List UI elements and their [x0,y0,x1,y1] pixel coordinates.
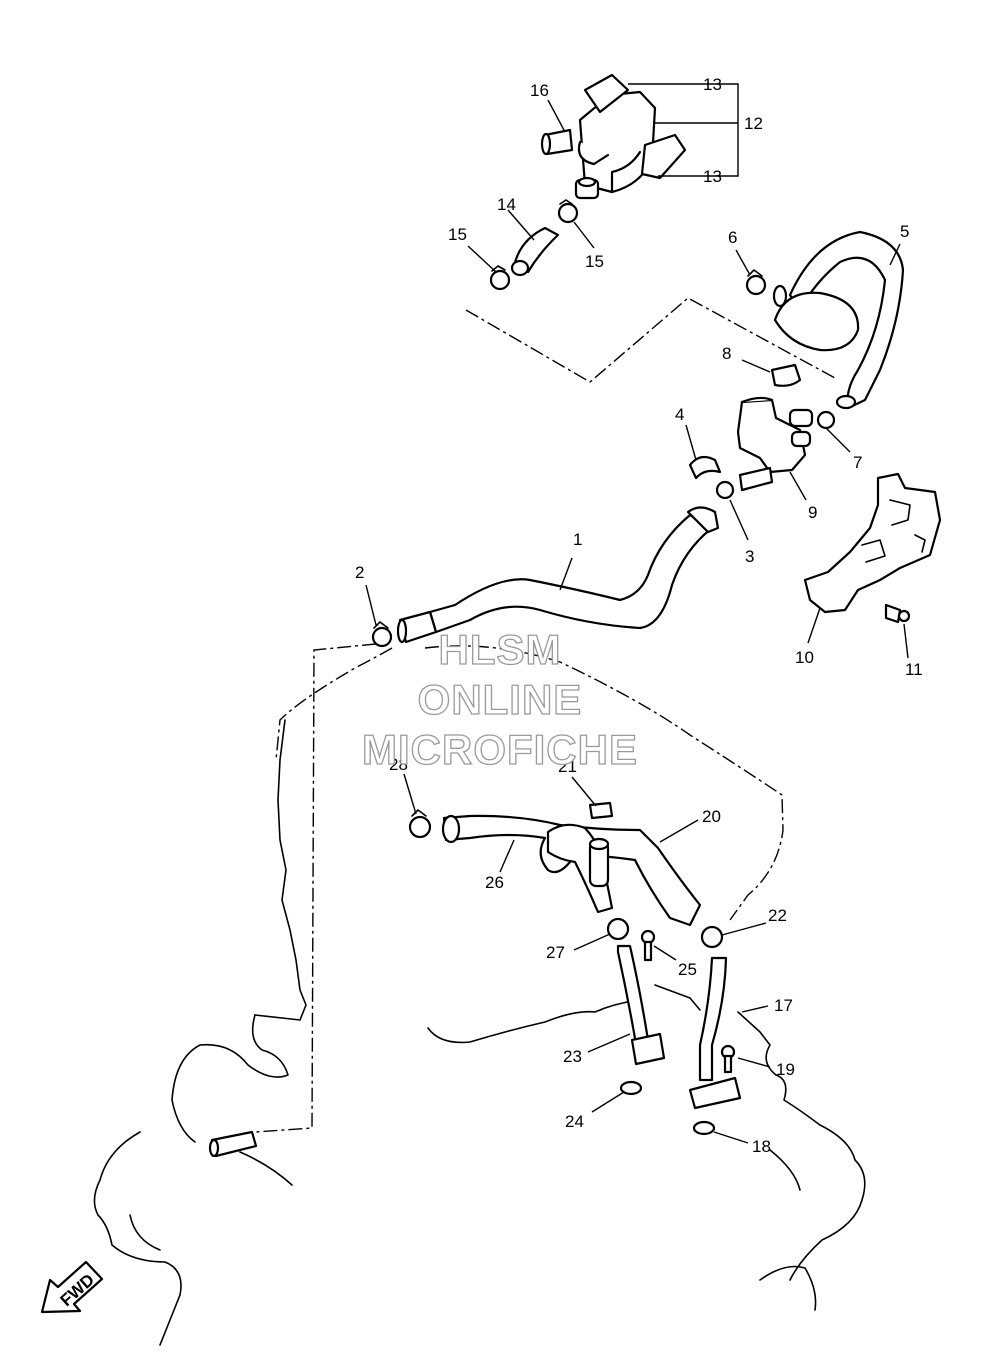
callout-1: 1 [573,530,582,549]
callout-13-top: 13 [703,75,722,94]
cutoff-valve [688,363,836,500]
callout-11: 11 [905,660,923,679]
callout-10: 10 [795,648,814,667]
cap-part [540,128,574,156]
callout-7: 7 [853,453,862,472]
bracket [803,472,942,624]
callout-3: 3 [745,547,754,566]
callout-28: 28 [389,755,408,774]
callout-15-right: 15 [585,252,604,271]
fwd-arrow-icon: FWD [40,1260,104,1314]
callout-19: 19 [776,1060,795,1079]
watermark-line-1: HLSM [438,625,562,673]
dashed-guide-lines [255,297,836,1133]
callout-22: 22 [768,906,787,925]
callout-5: 5 [900,222,909,241]
callout-8: 8 [722,344,731,363]
callout-9: 9 [808,503,817,522]
callout-2: 2 [355,563,364,582]
reed-valve-assembly [574,73,687,200]
callout-13-bottom: 13 [703,167,722,186]
watermark-line-3: MICROFICHE [361,725,638,773]
upper-bent-hose [745,230,905,410]
engine-outline-right [427,984,866,1311]
callout-21: 21 [558,757,577,776]
callout-23: 23 [563,1047,582,1066]
callout-17: 17 [774,996,793,1015]
main-hose [371,506,720,648]
callout-15-left: 15 [448,225,467,244]
callout-numbers: 1 2 3 4 5 6 7 8 9 10 11 12 13 13 14 15 1… [355,75,923,1156]
callout-20: 20 [702,807,721,826]
callout-27: 27 [546,943,565,962]
lower-bent-hose [408,801,724,949]
callout-25: 25 [678,960,697,979]
watermark-line-2: ONLINE [417,675,583,723]
cylinder-pipes [616,929,742,1136]
leader-lines [365,83,909,1144]
callout-14: 14 [497,195,516,214]
callout-4: 4 [675,405,684,424]
small-hose [489,199,579,291]
callout-24: 24 [565,1112,584,1131]
callout-16: 16 [530,81,549,100]
callout-26: 26 [485,873,504,892]
callout-6: 6 [728,228,737,247]
callout-12: 12 [744,114,763,133]
engine-outline [93,719,307,1346]
callout-18: 18 [752,1137,771,1156]
